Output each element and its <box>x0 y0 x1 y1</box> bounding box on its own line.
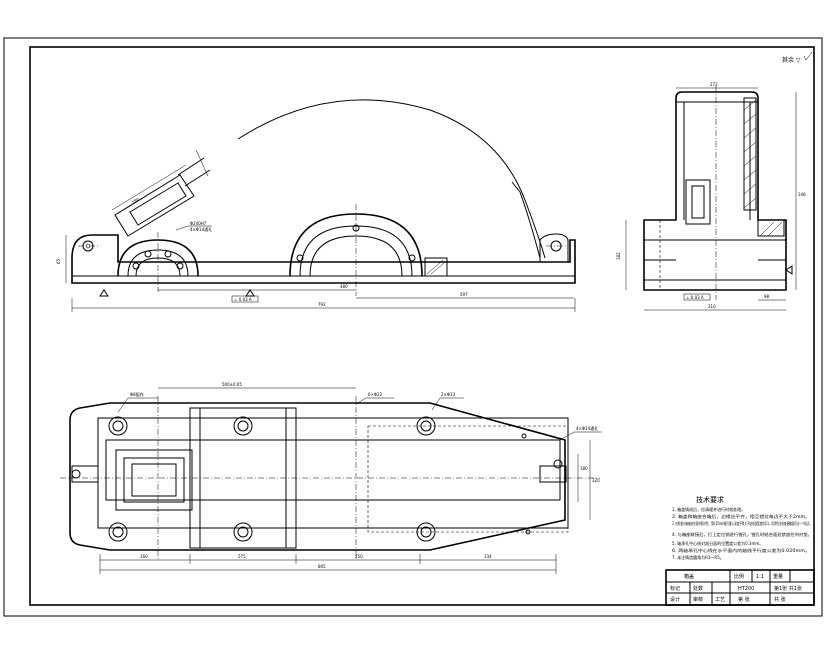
tech-item-4: 4. 与箱座联接后，打上定位销进行镗孔，镗孔时结合面处禁放任何衬垫。 <box>672 531 812 537</box>
front-center-dim: 480 <box>340 284 348 289</box>
side-left-dim: 182 <box>616 252 621 260</box>
outer-border <box>3 37 823 617</box>
front-view: 180 Φ240H7 4×Φ14通孔 ⊥ 0.03 A 792 597 480 … <box>56 99 576 312</box>
window-dim: 180 <box>131 196 141 204</box>
tb-label-total: 共 张 <box>774 596 786 603</box>
side-outline <box>643 91 787 291</box>
plan-note-3: 2×Φ13 <box>441 392 456 397</box>
bore-fit-callout: Φ240H7 <box>190 221 207 226</box>
tb-sheet: 第1张 共1张 <box>774 585 802 592</box>
tb-label-count: 处数 <box>693 585 703 592</box>
side-top-dim: 272 <box>710 82 718 87</box>
plan-note-4: 4×Φ14通孔 <box>576 425 598 431</box>
plan-dim-b: 575 <box>238 554 246 559</box>
side-datum-icon <box>785 265 793 275</box>
side-view: 272 346 182 210 98 ⊥ 0.03 A <box>616 82 806 311</box>
tb-label-process: 工艺 <box>715 597 725 603</box>
tech-item-6: 6. 两轴承孔中心线在水平面内的轴线平行度公差为0.020mm。 <box>672 547 810 553</box>
front-height-dim: 65 <box>56 258 61 264</box>
large-bearing-housing <box>289 213 423 277</box>
cover-arc <box>237 99 546 259</box>
tech-heading: 技术要求 <box>696 495 724 504</box>
tb-label-design: 设计 <box>670 596 680 603</box>
inner-frame <box>29 46 815 606</box>
inspection-window: 180 <box>111 149 211 237</box>
plan-note-1: Φ8配作 <box>130 391 144 397</box>
tech-item-7: 7. 未注铸造圆角为R3～R5。 <box>672 554 724 560</box>
tb-label-scale: 比例 <box>734 573 744 580</box>
bore-note-callout: 4×Φ14通孔 <box>190 226 212 232</box>
front-total-dim: 792 <box>318 302 326 307</box>
roughness-note: 其余 ▽ <box>782 56 801 64</box>
tech-item-3: 3. 应检查与箱座结合面的密封性，用0.05mm塞尺塞入深度不得大于结合面宽度的… <box>672 520 812 526</box>
tb-drawing-name: 箱盖 <box>684 573 694 580</box>
tech-requirements: 技术要求 1. 箱盖铸成后，应清理并进行时效处理。 2. 箱盖和箱座合箱后，边缘… <box>672 495 812 560</box>
datum-a-icon <box>245 289 255 297</box>
plan-note-2: 6×Φ22 <box>368 392 383 397</box>
tb-material: HT200 <box>738 586 754 592</box>
datum-b-icon <box>99 289 109 297</box>
tech-item-2: 2. 箱盖和箱座合箱后，边缘应平齐，相互错位每边不大于2mm。 <box>672 513 810 519</box>
tech-item-5: 5. 轴承孔中心线对剖分面的位置度公差为0.3mm。 <box>672 540 763 546</box>
plan-width-dim: 320 <box>592 478 600 483</box>
base-flange <box>71 234 576 284</box>
plan-top-dim: 500±0.05 <box>222 382 242 387</box>
plan-mid-dim: 180 <box>580 466 588 471</box>
tb-label-review: 审核 <box>693 596 703 603</box>
plan-hole-1 <box>108 416 128 436</box>
tech-item-1: 1. 箱盖铸成后，应清理并进行时效处理。 <box>672 506 745 512</box>
tb-label-weight: 重量 <box>773 573 783 580</box>
side-height-dim: 346 <box>798 192 806 197</box>
plan-dim-a: 160 <box>140 554 148 559</box>
plan-view: 500±0.05 Φ8配作 6×Φ22 2×Φ13 4×Φ14通孔 320 18… <box>60 382 602 574</box>
title-block: 箱盖 标记 处数 设计 审核 工艺 比例 1:1 重量 HT200 第1张 共1… <box>665 569 815 606</box>
side-bottom-dim: 210 <box>708 304 716 309</box>
plan-outline <box>69 402 566 551</box>
plan-total-dim: 805 <box>318 564 326 569</box>
plan-window <box>115 449 193 511</box>
side-tol-frame: ⊥ 0.03 A <box>686 295 704 300</box>
tb-label-page: 第 张 <box>738 596 750 603</box>
plan-hole-4 <box>108 522 128 542</box>
plan-dim-d: 134 <box>484 554 492 559</box>
roughness-symbol-icon <box>803 51 813 61</box>
front-right-dim: 597 <box>460 292 468 297</box>
tb-scale: 1:1 <box>756 574 764 580</box>
plan-hole-2 <box>233 416 253 436</box>
tb-label-mark: 标记 <box>670 585 680 592</box>
plan-dim-c: 250 <box>355 554 363 559</box>
front-tol-frame: ⊥ 0.03 A <box>234 297 252 302</box>
plan-hole-5 <box>233 522 253 542</box>
side-right-dim: 98 <box>764 294 770 299</box>
